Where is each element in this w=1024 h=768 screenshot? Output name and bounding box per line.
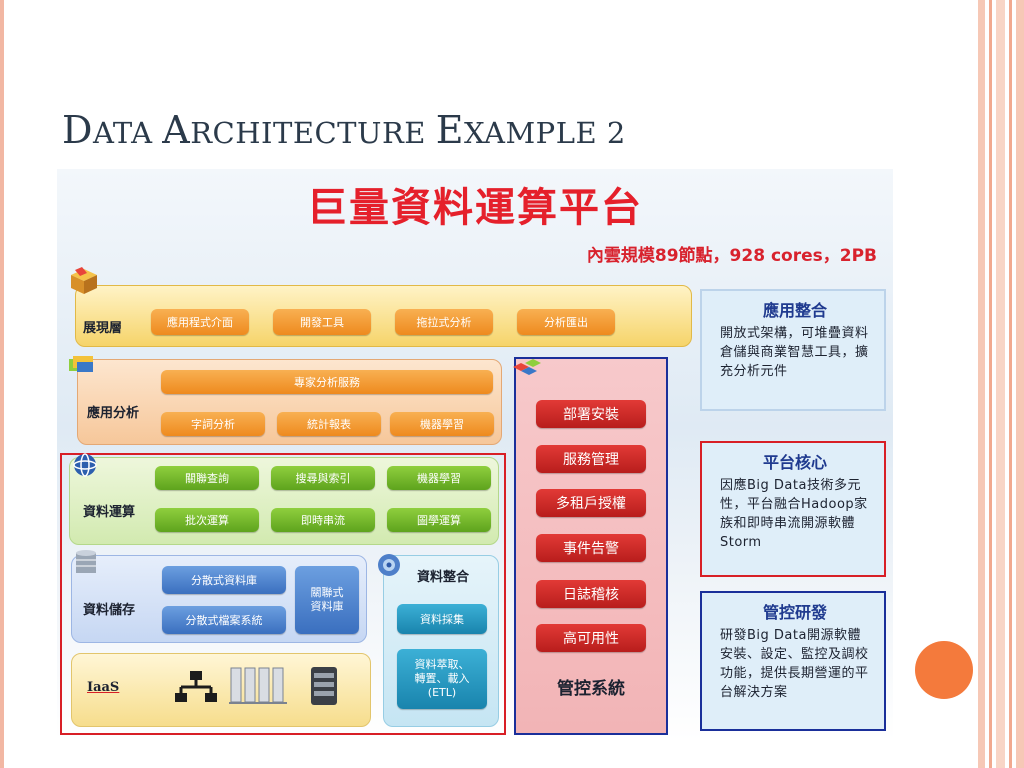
server-rack-icon [229,666,291,706]
app-analysis-item-report: 統計報表 [277,412,381,436]
side-box-heading: 應用整合 [720,297,870,321]
side-box-app-integration: 應用整合 開放式架構，可堆疊資料倉儲與商業智慧工具，擴充分析元件 [700,289,886,411]
app-analysis-item-text: 字詞分析 [161,412,265,436]
presentation-item-dragdrop: 拖拉式分析 [395,309,493,335]
side-box-heading: 管控研發 [720,599,870,623]
right-frame-stripes [978,0,1024,768]
presentation-item-devtools: 開發工具 [273,309,371,335]
box-package-icon [69,267,99,295]
management-blocks-icon [511,355,541,383]
management-item-audit: 日誌稽核 [536,580,646,608]
compute-label: 資料運算 [83,501,135,520]
storage-item-distributed-fs: 分散式檔案系統 [162,606,286,634]
side-box-heading: 平台核心 [720,449,870,473]
app-analysis-label: 應用分析 [87,402,139,421]
left-frame-stripe [0,0,4,768]
network-icon [175,669,217,705]
integration-label: 資料整合 [417,566,469,585]
diagram-subtitle: 內雲規模89節點，928 cores，2PB [587,241,877,266]
slide-title: DATA ARCHITECTURE EXAMPLE 2 [62,108,626,152]
management-item-alert: 事件告警 [536,534,646,562]
presentation-item-export: 分析匯出 [517,309,615,335]
storage-cylinder-icon [71,549,101,577]
diagram-title: 巨量資料運算平台 [57,175,893,233]
storage-array-icon [309,665,341,707]
compute-item-relational-query: 關聯查詢 [155,466,259,490]
integration-globe-icon [375,551,405,579]
management-item-service: 服務管理 [536,445,646,473]
management-item-deploy: 部署安裝 [536,400,646,428]
storage-item-distributed-db: 分散式資料庫 [162,566,286,594]
compute-item-stream: 即時串流 [271,508,375,532]
side-box-platform-core: 平台核心 因應Big Data技術多元性，平台融合Hadoop家族和即時串流開源… [700,441,886,577]
storage-item-relational-db: 關聯式 資料庫 [295,566,359,634]
side-box-text: 研發Big Data開源軟體安裝、設定、監控及調校功能，提供長期營運的平台解決方… [720,626,870,702]
presentation-item-api: 應用程式介面 [151,309,249,335]
storage-label: 資料儲存 [83,599,135,618]
integration-item-collect: 資料採集 [397,604,487,634]
management-item-ha: 高可用性 [536,624,646,652]
expert-analysis-service: 專家分析服務 [161,370,493,394]
compute-item-graph: 圖學運算 [387,508,491,532]
compute-item-search-index: 搜尋與索引 [271,466,375,490]
management-label: 管控系統 [514,674,668,699]
side-box-text: 因應Big Data技術多元性，平台融合Hadoop家族和即時串流開源軟體Sto… [720,476,870,552]
iaas-label: IaaS [87,680,119,695]
compute-item-ml: 機器學習 [387,466,491,490]
decorative-orange-circle [915,641,973,699]
side-box-management-rd: 管控研發 研發Big Data開源軟體安裝、設定、監控及調校功能，提供長期營運的… [700,591,886,731]
architecture-diagram: 巨量資料運算平台 內雲規模89節點，928 cores，2PB 展現層 應用程式… [57,169,893,741]
presentation-layer-label: 展現層 [83,317,122,336]
integration-item-etl: 資料萃取、 轉置、載入 (ETL) [397,649,487,709]
chart-icon [67,353,97,381]
management-item-tenant: 多租戶授權 [536,489,646,517]
compute-item-batch: 批次運算 [155,508,259,532]
globe-icon [71,451,101,479]
app-analysis-item-ml: 機器學習 [390,412,494,436]
side-box-text: 開放式架構，可堆疊資料倉儲與商業智慧工具，擴充分析元件 [720,324,870,381]
